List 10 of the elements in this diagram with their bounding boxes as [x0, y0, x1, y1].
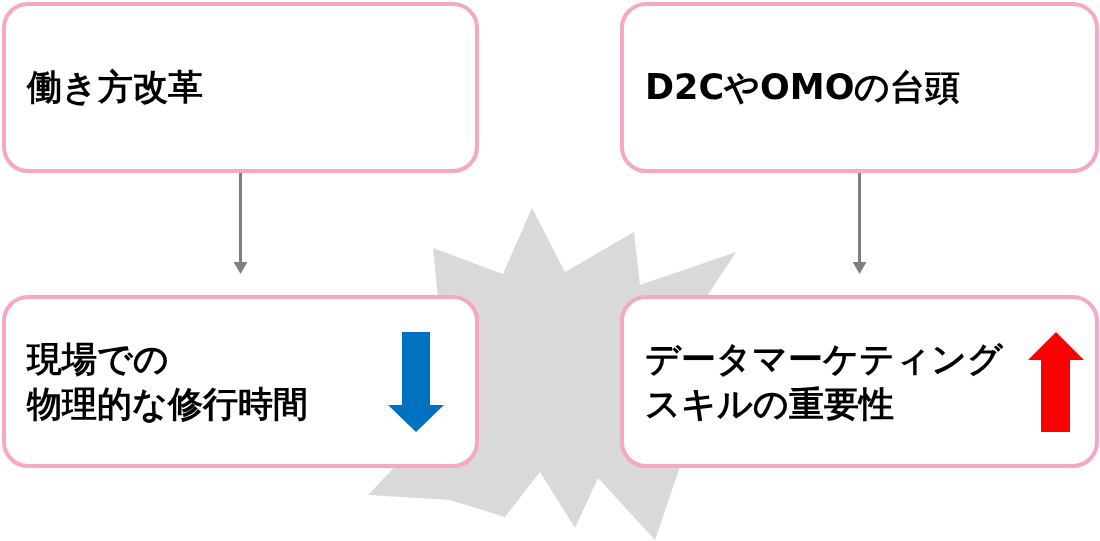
arrow	[233, 173, 248, 274]
rounded-box	[2, 2, 479, 173]
node-label: 働き方改革	[27, 66, 203, 109]
rounded-box	[620, 2, 1099, 173]
node-label: D2CやOMOの台頭	[645, 66, 961, 109]
arrow	[852, 173, 867, 274]
rounded-box	[2, 295, 479, 468]
node-label: 現場での物理的な修行時間	[27, 337, 309, 426]
node-label: データマーケティングスキルの重要性	[645, 337, 1004, 426]
rounded-box	[620, 295, 1099, 468]
